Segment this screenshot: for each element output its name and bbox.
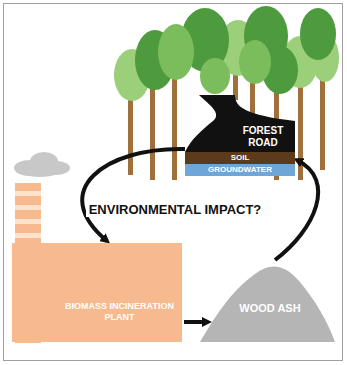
chimney-stripe bbox=[15, 233, 41, 238]
center-label: ENVIRONMENTAL IMPACT? bbox=[86, 202, 265, 217]
flow-arrow bbox=[184, 320, 208, 324]
groundwater-band: GROUNDWATER bbox=[185, 164, 295, 176]
trees bbox=[114, 6, 339, 180]
wood-ash-heap: WOOD ASH bbox=[200, 262, 335, 342]
smoke-cloud bbox=[14, 152, 70, 177]
node-text: WOOD ASH bbox=[230, 302, 310, 315]
plant-building bbox=[12, 243, 182, 342]
forest-road-outline bbox=[185, 95, 295, 152]
soil-band: SOIL bbox=[185, 152, 295, 164]
node-text: FOREST ROAD bbox=[233, 125, 293, 149]
ash-mound bbox=[200, 266, 335, 342]
frame bbox=[4, 4, 343, 361]
incineration-plant: BIOMASS INCINERATION PLANT bbox=[12, 243, 182, 342]
road-shape bbox=[185, 95, 295, 152]
node-text: BIOMASS INCINERATION PLANT bbox=[62, 301, 177, 323]
forest-road: FOREST ROAD bbox=[185, 95, 295, 152]
chimney-stripe bbox=[15, 191, 41, 196]
chimney-stripe bbox=[15, 205, 41, 210]
incineration-plant-outline bbox=[12, 243, 182, 342]
chimney-stripe bbox=[15, 219, 41, 224]
flow-arrow bbox=[82, 149, 185, 241]
node-text: GROUNDWATER bbox=[185, 165, 295, 175]
node-text: SOIL bbox=[185, 153, 295, 163]
